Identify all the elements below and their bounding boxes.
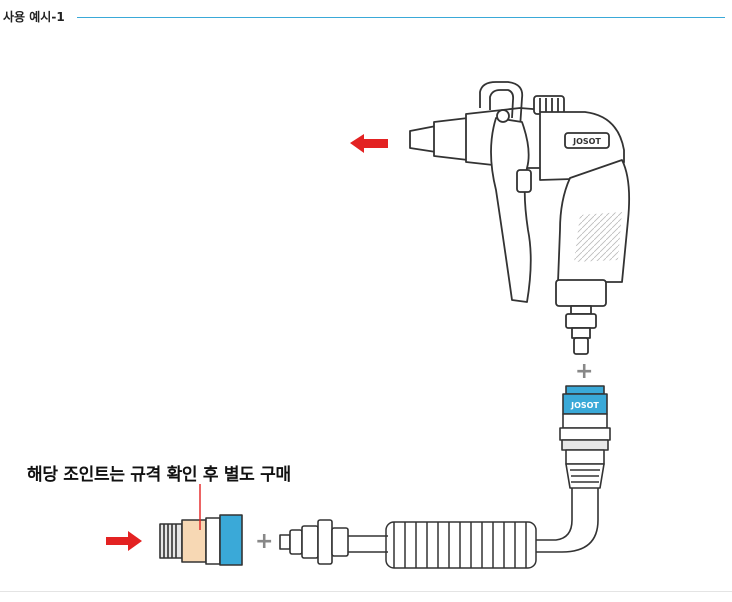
socket-coupler [159, 514, 243, 566]
air-outflow-arrow-icon [350, 134, 388, 153]
vertical-coupler-socket [559, 385, 611, 489]
section-header: 사용 예시-1 [3, 9, 725, 27]
section-title: 사용 예시-1 [3, 10, 65, 24]
hose-straight [346, 535, 388, 553]
coil-hose [385, 521, 537, 569]
gun-brand-label: JOSOT [572, 137, 601, 146]
title-rule [77, 17, 725, 18]
bottom-divider [0, 591, 732, 592]
plus-sign-upper: + [575, 359, 594, 384]
air-blow-gun [409, 81, 631, 355]
air-inflow-arrow-icon [106, 531, 142, 551]
plus-sign-lower: + [255, 529, 274, 554]
hose-stem [534, 488, 573, 541]
coupler-brand-label: JOSOT [570, 401, 599, 410]
plug-fitting [279, 519, 349, 565]
purchase-note: 해당 조인트는 규격 확인 후 별도 구매 [27, 465, 291, 485]
